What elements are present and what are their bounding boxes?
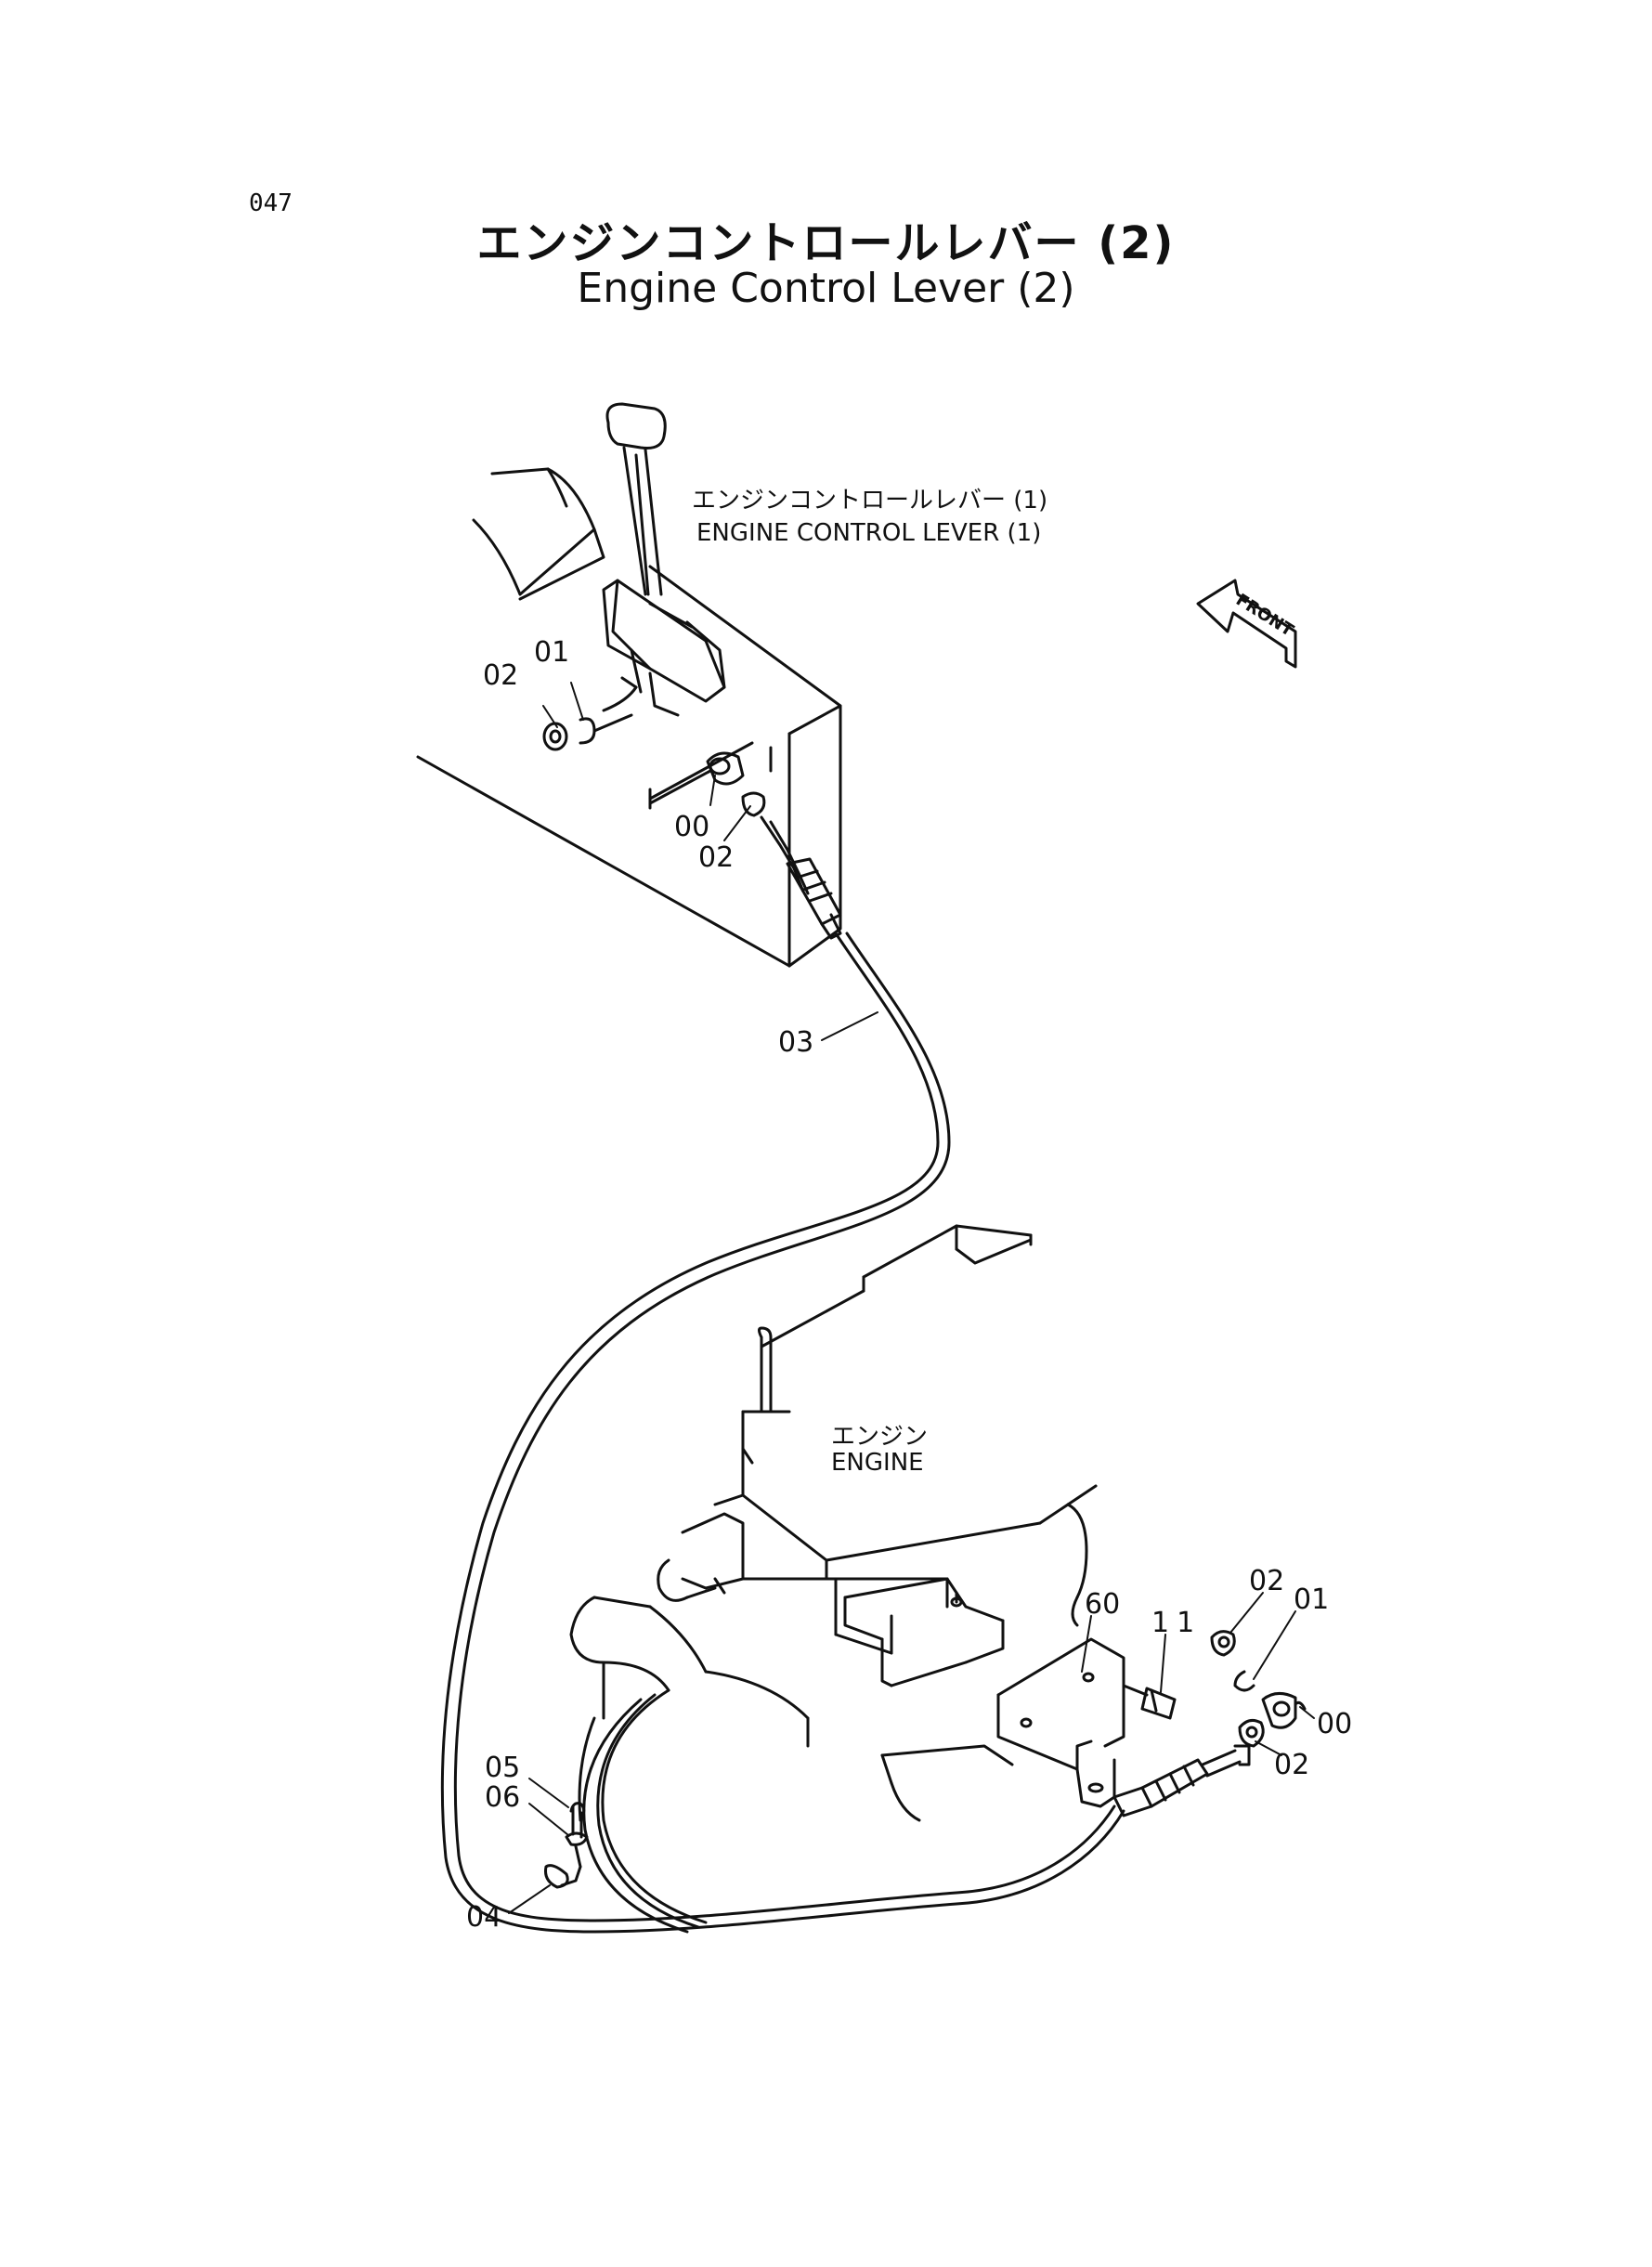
callout-05-bolt: 05 [485,1752,520,1784]
engine-block [657,1224,1098,1627]
callout-01-upper: 01 [534,636,569,669]
callout-00-lower: 00 [1317,1708,1352,1740]
callout-04-clamp: 04 [466,1901,501,1934]
callout-02-lower-bottom: 02 [1274,1749,1309,1781]
engine-label-english: ENGINE [831,1449,924,1477]
leader-lines [508,682,1315,1914]
callout-02-upper-bottom: 02 [698,841,734,874]
control-cable [440,932,1125,1934]
lever1-label-japanese: エンジンコントロールレバー (1) [692,487,1047,515]
page-title-english: Engine Control Lever (2) [577,265,1075,312]
engine-mount-bracket [843,1577,1005,1687]
bracket-60 [996,1637,1125,1808]
callout-02-lower-top: 02 [1249,1565,1284,1597]
lower-nut-washer [1210,1630,1255,1692]
control-lever [602,402,726,717]
callout-00-upper: 00 [674,811,709,843]
upper-nut-washer [542,713,633,751]
upper-ball-joint [648,751,810,895]
callout-11-bolt: 11 [1151,1607,1202,1639]
callout-06-washer: 06 [485,1781,520,1814]
lower-nut-02 [1238,1718,1265,1748]
callout-01-lower: 01 [1294,1583,1329,1616]
bolt-11 [1122,1684,1177,1720]
page-number: 047 [249,189,293,217]
cable-clamp-04 [544,1802,589,1889]
engine-label-japanese: エンジン [831,1423,928,1451]
flywheel-housing [569,1577,1014,1934]
front-arrow-icon [1196,579,1297,669]
lever1-label-english: ENGINE CONTROL LEVER (1) [696,519,1041,547]
lower-cable-fitting [1112,1744,1251,1818]
callout-03-cable: 03 [778,1026,813,1059]
console-housing [416,467,842,968]
callout-02-upper-left: 02 [483,659,518,692]
page-title-japanese: エンジンコントロールレバー (2) [476,217,1176,269]
callout-60-bracket: 60 [1085,1588,1120,1621]
lower-ball-joint [1261,1692,1307,1729]
